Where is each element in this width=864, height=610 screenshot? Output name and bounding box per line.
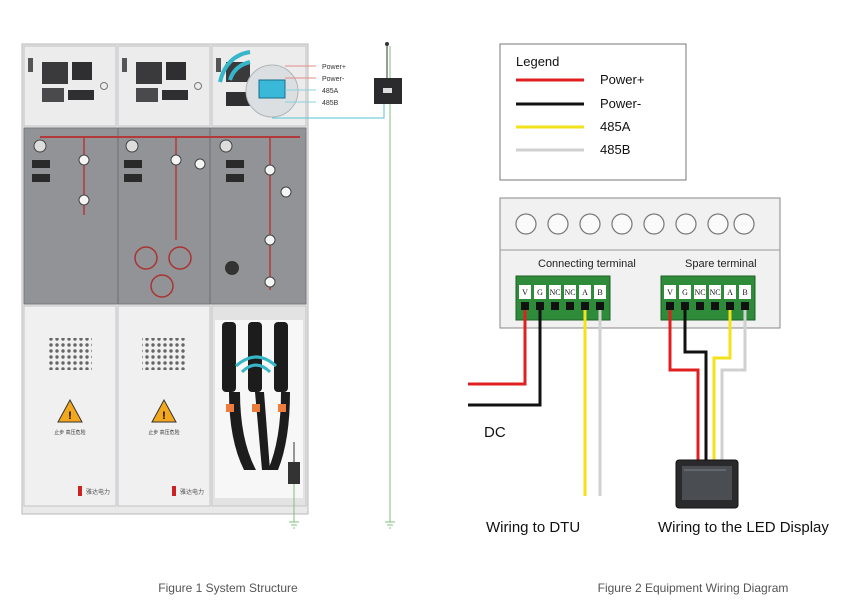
fig1-label-power-plus: Power+ xyxy=(322,64,346,71)
fig1-label-485a: 485A xyxy=(322,88,339,95)
figure2-caption: Figure 2 Equipment Wiring Diagram xyxy=(598,581,789,595)
warning-text-left: 止步 高压危险 xyxy=(54,429,85,436)
legend-box: Legend Power+ Power- 485A 485B xyxy=(499,43,687,181)
connecting-terminal-title: Connecting terminal xyxy=(538,258,636,270)
ct-pin-g: G xyxy=(537,288,543,297)
st-pin-v: V xyxy=(667,288,673,297)
legend-item-485b: 485B xyxy=(600,142,630,157)
legend-item-power-minus: Power- xyxy=(600,96,641,111)
legend-item-485a: 485A xyxy=(600,119,631,134)
legend-title: Legend xyxy=(516,54,559,69)
svg-text:雅达电力: 雅达电力 xyxy=(86,488,110,496)
spare-terminal-title: Spare terminal xyxy=(685,258,757,270)
led-wires xyxy=(668,310,747,462)
brand-logo-middle: 雅达电力 xyxy=(172,486,204,496)
svg-text:雅达电力: 雅达电力 xyxy=(180,488,204,496)
st-pin-nc1: NC xyxy=(694,288,705,297)
fig1-label-power-minus: Power- xyxy=(322,76,345,83)
svg-text:!: ! xyxy=(68,410,72,422)
ct-pin-nc1: NC xyxy=(549,288,560,297)
ground-icon xyxy=(289,521,395,529)
figure1-caption: Figure 1 System Structure xyxy=(158,581,298,595)
wiring-to-led-label: Wiring to the LED Display xyxy=(658,519,829,536)
dc-label: DC xyxy=(484,424,506,441)
ct-pin-nc2: NC xyxy=(564,288,575,297)
st-pin-a: A xyxy=(727,288,733,297)
fig1-label-485b: 485B xyxy=(322,100,339,107)
led-display-icon xyxy=(675,459,739,509)
st-pin-nc2: NC xyxy=(709,288,720,297)
st-pin-g: G xyxy=(682,288,688,297)
spare-terminal-block: V G NC NC A B xyxy=(660,275,756,321)
ct-pin-a: A xyxy=(582,288,588,297)
dtu-wires xyxy=(468,310,602,496)
brand-logo-left: 雅达电力 xyxy=(78,486,110,496)
legend-label-group-fig1: Power+ Power- 485A 485B xyxy=(322,64,346,107)
ct-pin-b: B xyxy=(597,288,602,297)
switchgear-cabinet: ! ! 止步 高压危险 止步 高压危险 雅达电力 雅达电力 xyxy=(21,43,309,515)
legend-item-power-plus: Power+ xyxy=(600,72,644,87)
st-pin-b: B xyxy=(742,288,747,297)
wiring-to-dtu-label: Wiring to DTU xyxy=(486,519,580,536)
connecting-terminal-block: V G NC NC A B xyxy=(515,275,611,321)
antenna-device xyxy=(374,42,402,104)
svg-text:!: ! xyxy=(162,410,166,422)
warning-text-middle: 止步 高压危险 xyxy=(148,429,179,436)
ct-pin-v: V xyxy=(522,288,528,297)
